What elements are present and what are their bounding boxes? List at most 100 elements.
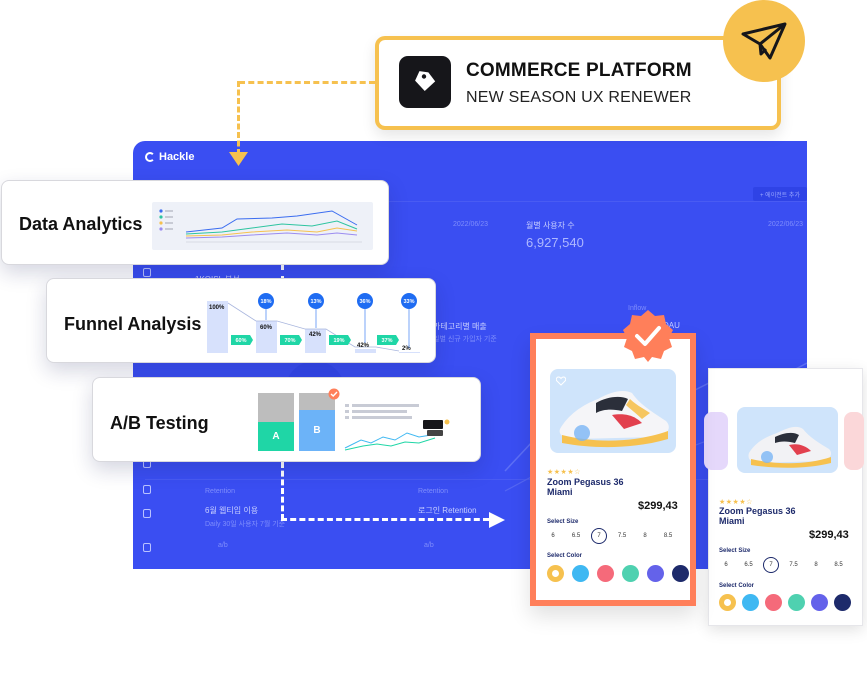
arrow-down-icon — [229, 152, 248, 166]
feature-label: Data Analytics — [19, 214, 143, 234]
ab-results-thumbnail — [344, 404, 450, 451]
faint-label: a/b — [218, 542, 228, 549]
product-name: Zoom Pegasus 36 Miami — [719, 506, 796, 526]
connector-line — [239, 81, 375, 84]
sidebar-doc-icon[interactable] — [143, 543, 151, 552]
size-option[interactable]: 8 — [643, 533, 647, 539]
date-label: 2022/06/23 — [768, 221, 804, 228]
feature-label: A/B Testing — [110, 413, 209, 433]
product-image — [550, 369, 676, 453]
product-price: $299,43 — [638, 500, 678, 512]
metric-label: 월별 사용자 수 — [526, 221, 575, 230]
size-option[interactable]: 6 — [551, 533, 555, 539]
svg-text:42%: 42% — [309, 332, 322, 338]
size-option[interactable]: 7.5 — [617, 533, 627, 539]
add-button[interactable]: + 에이전트 추가 — [753, 187, 807, 201]
dashboard-logo: Hackle — [145, 151, 194, 163]
sidebar-doc-icon[interactable] — [143, 268, 151, 277]
product-image — [737, 407, 838, 473]
connector-line — [281, 264, 284, 282]
color-option[interactable] — [788, 594, 805, 611]
retention-title-left: 6월 웹티입 이용 — [205, 506, 259, 515]
retention-tag-left: Retention — [205, 488, 235, 495]
rating-stars: ★★★★☆ — [547, 469, 581, 476]
color-option[interactable] — [742, 594, 759, 611]
connector-line — [281, 462, 284, 520]
color-option[interactable] — [765, 594, 782, 611]
funnel-analysis-card[interactable]: Funnel Analysis 100% 60% 42% 42% 2% 18%1… — [46, 278, 436, 363]
check-icon — [328, 388, 340, 400]
svg-text:60%: 60% — [235, 338, 246, 344]
size-option[interactable]: 8.5 — [834, 562, 843, 568]
dau-label: DAU — [663, 321, 680, 330]
color-title: Select Color — [719, 583, 755, 589]
sidebar-doc-icon[interactable] — [143, 485, 151, 494]
connector-line — [281, 518, 489, 521]
size-title: Select Size — [547, 519, 579, 525]
sneaker-image — [748, 426, 831, 468]
svg-text:19%: 19% — [333, 338, 344, 344]
divider — [145, 201, 807, 202]
color-option[interactable] — [572, 565, 589, 582]
size-option[interactable]: 8 — [814, 562, 818, 568]
sneaker-image — [559, 391, 669, 448]
size-option[interactable]: 7.5 — [789, 562, 798, 568]
size-option[interactable]: 6.5 — [744, 562, 753, 568]
product-card-secondary[interactable]: ★★★★☆ Zoom Pegasus 36 Miami $299,43 Sele… — [704, 368, 864, 626]
color-option[interactable] — [719, 594, 736, 611]
svg-text:60%: 60% — [260, 325, 273, 331]
verified-badge-icon — [623, 310, 673, 362]
size-option[interactable]: 6 — [724, 562, 728, 568]
color-option[interactable] — [622, 565, 639, 582]
date-label: 2022/06/23 — [453, 221, 489, 228]
variant-b-bar: B — [299, 393, 335, 451]
variant-b-label: B — [299, 410, 335, 451]
paper-plane-badge — [723, 0, 805, 82]
paper-plane-icon — [741, 22, 787, 60]
size-option[interactable]: 6.5 — [571, 533, 581, 539]
svg-text:36%: 36% — [359, 299, 370, 305]
color-option[interactable] — [672, 565, 689, 582]
size-title: Select Size — [719, 548, 751, 554]
svg-text:42%: 42% — [357, 343, 370, 349]
revenue-sub: 일별 신규 가입자 기준 — [433, 336, 497, 343]
inflow-label: Inflow — [628, 305, 647, 312]
color-option[interactable] — [647, 565, 664, 582]
color-option[interactable] — [597, 565, 614, 582]
page-subtitle: NEW SEASON UX RENEWER — [466, 89, 692, 106]
divider — [145, 479, 807, 480]
retention-tag-right: Retention — [418, 488, 448, 495]
product-price: $299,43 — [809, 529, 849, 541]
size-option[interactable]: 8.5 — [663, 533, 673, 539]
svg-text:37%: 37% — [381, 338, 392, 344]
ab-testing-card[interactable]: A/B Testing A B — [92, 377, 481, 462]
color-option[interactable] — [811, 594, 828, 611]
svg-text:100%: 100% — [209, 305, 225, 311]
revenue-label: 카테고리별 매출 — [433, 322, 487, 331]
carousel-prev-image — [704, 412, 728, 470]
product-card-main[interactable]: ★★★★☆ Zoom Pegasus 36 Miami $299,43 Sele… — [530, 333, 696, 606]
arrow-right-icon — [489, 512, 505, 528]
heart-icon[interactable] — [556, 376, 566, 386]
color-option[interactable] — [547, 565, 564, 582]
carousel-next-image — [844, 412, 864, 470]
page-title: COMMERCE PLATFORM — [466, 60, 692, 81]
variant-a-bar: A — [258, 393, 294, 451]
data-analytics-card[interactable]: Data Analytics — [1, 180, 389, 265]
retention-sub-left: Daily 30일 사용자 7월 기준 — [205, 521, 286, 528]
feature-label: Funnel Analysis — [64, 314, 202, 334]
faint-label: a/b — [424, 542, 434, 549]
header-card: COMMERCE PLATFORM NEW SEASON UX RENEWER — [375, 36, 781, 130]
color-option[interactable] — [834, 594, 851, 611]
tag-icon — [415, 71, 436, 92]
line-chart-thumbnail — [152, 202, 373, 250]
product-name: Zoom Pegasus 36 Miami — [547, 477, 624, 497]
sidebar-doc-icon[interactable] — [143, 509, 151, 518]
funnel-chart-thumbnail: 100% 60% 42% 42% 2% 18%13%36%33% 60%70%1… — [207, 293, 420, 353]
tag-icon-box — [399, 56, 451, 108]
color-title: Select Color — [547, 553, 583, 559]
svg-text:33%: 33% — [403, 299, 414, 305]
svg-text:18%: 18% — [260, 299, 271, 305]
size-option[interactable]: 7 — [591, 528, 607, 544]
size-option[interactable]: 7 — [763, 557, 779, 573]
